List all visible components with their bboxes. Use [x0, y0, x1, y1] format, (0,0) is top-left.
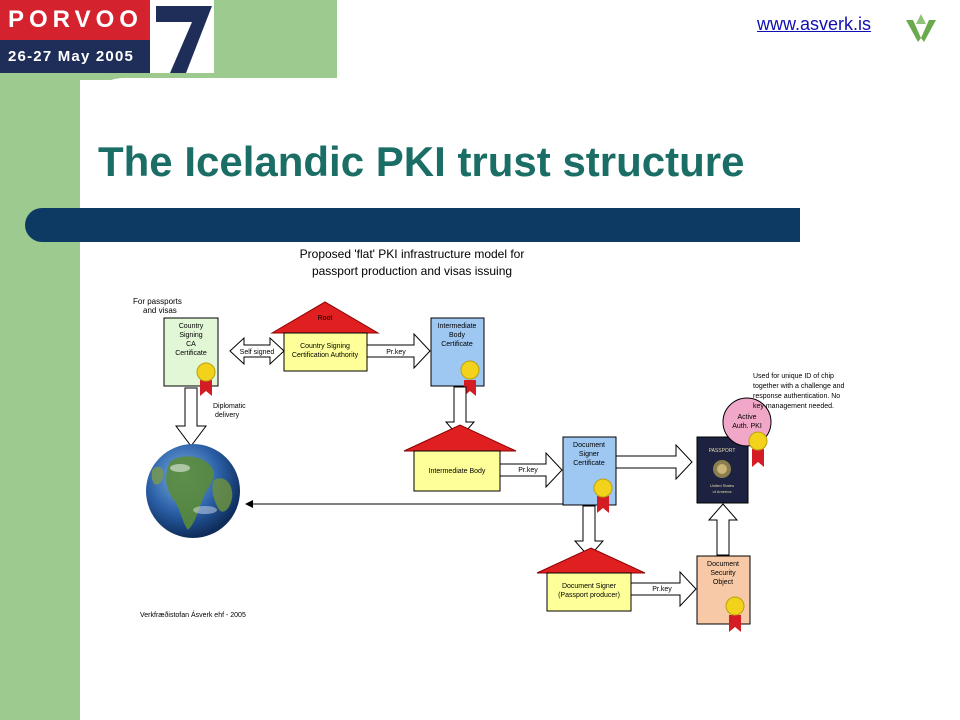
country-ca-note-line1: For passports: [133, 297, 182, 306]
active-auth-note-line3: response authentication. No: [753, 393, 840, 400]
svg-text:of America: of America: [713, 489, 733, 494]
content-panel: [80, 78, 960, 720]
svg-text:Intermediate: Intermediate: [438, 323, 477, 330]
seal-icon: [460, 360, 480, 396]
svg-text:Certificate: Certificate: [175, 350, 207, 357]
svg-text:Document: Document: [707, 561, 739, 568]
diplomatic-delivery-line2: delivery: [215, 412, 240, 419]
country-ca-note-line2: and visas: [143, 306, 177, 315]
svg-text:Document: Document: [573, 442, 605, 449]
seal-icon: [725, 596, 745, 632]
svg-text:Active: Active: [737, 414, 756, 421]
svg-text:CA: CA: [186, 341, 196, 348]
svg-text:Intermediate Body: Intermediate Body: [429, 468, 486, 475]
svg-text:Object: Object: [713, 579, 733, 586]
document-signer-house: Document Signer (Passport producer): [536, 547, 646, 612]
diplomatic-delivery-arrow: [175, 387, 207, 447]
seal-icon: [196, 362, 216, 396]
svg-text:Pr.key: Pr.key: [652, 586, 672, 593]
diagram-title-line1: Proposed 'flat' PKI infrastructure model…: [300, 247, 525, 261]
logo-date: 26-27 May 2005: [8, 48, 135, 65]
svg-text:United States: United States: [710, 483, 734, 488]
logo-navy-block: [0, 40, 150, 73]
svg-text:Pr.key: Pr.key: [518, 467, 538, 474]
svg-text:Certification Authority: Certification Authority: [292, 352, 359, 359]
logo-red-block: [0, 0, 150, 40]
globe-icon: [146, 444, 240, 538]
ds-down-arrow: [573, 505, 605, 558]
active-auth-note-line4: key management needed.: [753, 403, 834, 410]
diplomatic-delivery-line1: Diplomatic: [213, 403, 246, 410]
svg-text:Pr.key: Pr.key: [386, 349, 406, 356]
asverk-logo-icon: [906, 14, 936, 42]
passport-icon: PASSPORT United States of America: [696, 436, 749, 504]
self-signed-arrow: Self signed: [229, 336, 285, 366]
slide-title: The Icelandic PKI trust structure: [98, 138, 745, 185]
title-underline-bar: [25, 208, 800, 242]
copyright-text: Verkfræðistofan Ásverk ehf - 2005: [140, 610, 246, 619]
active-auth-note-line1: Used for unique ID of chip: [753, 373, 834, 380]
svg-text:Document Signer: Document Signer: [562, 583, 617, 590]
active-auth-note-line2: together with a challenge and: [753, 383, 845, 390]
private-key-arrow-2: Pr.key: [499, 451, 563, 489]
seal-icon: [748, 431, 768, 467]
active-auth-pki: Active Auth. PKI: [722, 397, 772, 447]
logo-seven-icon: 7: [156, 6, 212, 73]
dso-up-arrow: [707, 503, 739, 556]
svg-text:(Passport producer): (Passport producer): [558, 592, 620, 599]
svg-text:Country Signing: Country Signing: [300, 343, 350, 350]
document-security-object: Document Security Object: [696, 555, 751, 625]
seal-icon: [593, 478, 613, 513]
svg-text:Self signed: Self signed: [240, 349, 275, 356]
svg-text:Root: Root: [318, 315, 333, 322]
svg-text:Auth. PKI: Auth. PKI: [732, 423, 762, 430]
left-green-band: [0, 0, 80, 720]
svg-text:Signer: Signer: [579, 451, 600, 458]
intermediate-body-certificate: Intermediate Body Certificate: [430, 317, 485, 387]
logo-word: PORVOO: [8, 6, 143, 33]
svg-text:PASSPORT: PASSPORT: [709, 448, 736, 454]
svg-text:Signing: Signing: [179, 332, 202, 339]
diagram-title-line2: passport production and visas issuing: [312, 264, 512, 278]
svg-text:Certificate: Certificate: [441, 341, 473, 348]
website-link[interactable]: www.asverk.is: [757, 14, 872, 34]
ds-to-passport-arrow: [615, 443, 693, 481]
svg-text:Body: Body: [449, 332, 465, 339]
csca-house: Root Country Signing Certification Autho…: [270, 301, 380, 372]
private-key-arrow-3: Pr.key: [630, 570, 697, 608]
svg-text:Country: Country: [179, 323, 204, 330]
intermediate-body-house: Intermediate Body: [403, 424, 517, 492]
private-key-arrow-1: Pr.key: [366, 332, 431, 370]
svg-text:Security: Security: [710, 570, 736, 577]
svg-text:Certificate: Certificate: [573, 460, 605, 467]
